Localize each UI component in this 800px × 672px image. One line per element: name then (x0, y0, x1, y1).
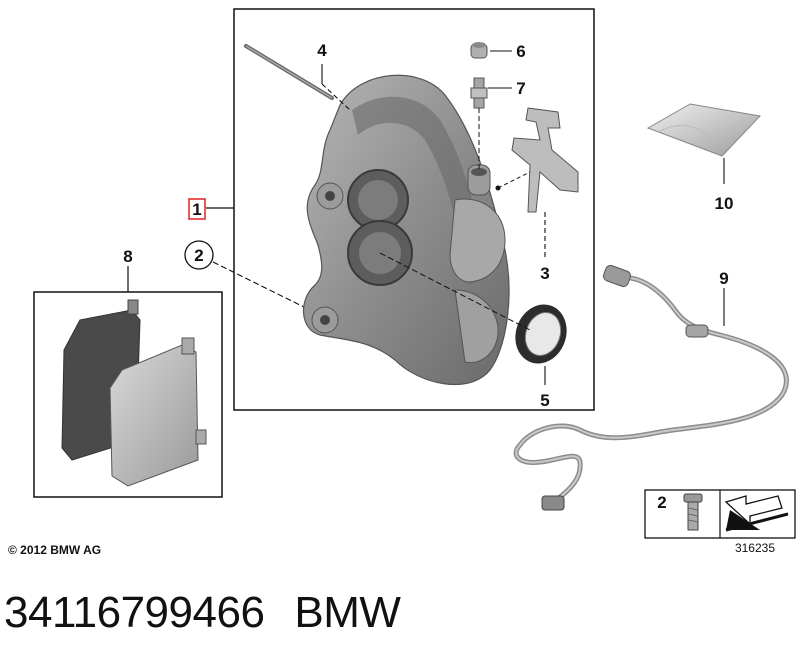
callout-6[interactable]: 6 (516, 42, 525, 61)
callout-2-leader (212, 261, 311, 311)
copyright: © 2012 BMW AG (8, 543, 101, 557)
callout-8[interactable]: 8 (123, 247, 132, 266)
callout-5[interactable]: 5 (540, 391, 549, 410)
callout-2-circle (184, 240, 214, 270)
brake-wear-sensor (513, 264, 789, 511)
callout-4[interactable]: 4 (317, 41, 327, 60)
bolt-icon (683, 493, 703, 531)
diagram-id: 316235 (735, 541, 775, 555)
seal-axis-dash (379, 252, 531, 331)
seal-ring (515, 304, 567, 364)
clip-leader-dot (495, 185, 501, 191)
assembly-paste (646, 103, 762, 157)
bleeder-screw (470, 77, 488, 109)
callout-1-highlight-box (188, 198, 206, 220)
brand-name: BMW (294, 588, 401, 637)
legend-box: 2 (644, 489, 796, 539)
spring-clip (511, 107, 579, 213)
caliper-group-frame (233, 8, 595, 411)
callout-7[interactable]: 7 (516, 79, 525, 98)
footer-part-label: 34116799466 BMW (4, 588, 430, 638)
guide-pin (244, 44, 334, 100)
bleeder-cap (470, 42, 488, 59)
legend-callout-2: 2 (657, 493, 666, 512)
callout-9[interactable]: 9 (719, 269, 728, 288)
callout-10[interactable]: 10 (715, 194, 734, 213)
callout-1[interactable]: 1 (192, 200, 201, 219)
callout-2[interactable]: 2 (194, 246, 203, 265)
clip-leader-dash (497, 171, 531, 189)
callout-4-leader-dash (321, 83, 351, 111)
callout-3[interactable]: 3 (540, 264, 549, 283)
brake-caliper (302, 74, 510, 385)
replace-arrow-icon (724, 495, 789, 532)
brake-pad-front (109, 337, 207, 487)
part-number: 34116799466 (4, 588, 265, 637)
